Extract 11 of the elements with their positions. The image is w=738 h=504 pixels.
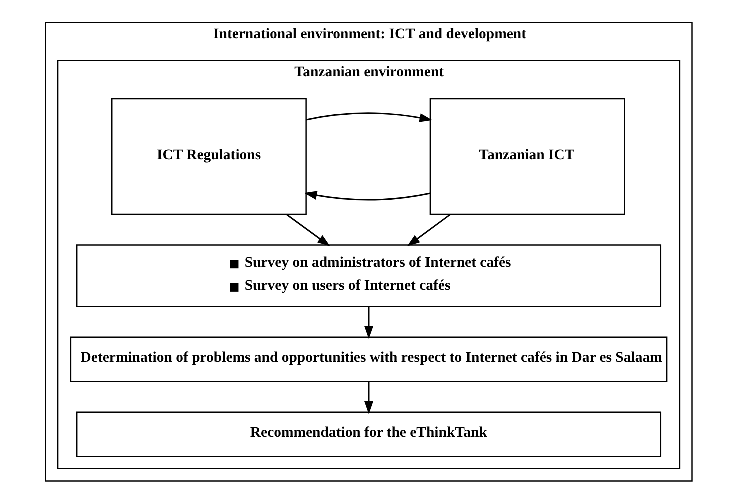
arrow bbox=[407, 214, 452, 247]
arrow bbox=[286, 214, 330, 247]
arrow bbox=[364, 382, 374, 414]
node-box: Determination of problems and opportunities with respect to Internet cafés in Dar es Salaam bbox=[70, 336, 668, 382]
node-box: Survey on administrators of Internet cafés Survey on users of Internet cafés bbox=[76, 244, 662, 308]
arrow bbox=[306, 112, 433, 122]
arrow bbox=[364, 306, 374, 340]
node-box: ICT Regulations bbox=[112, 98, 307, 216]
arrow bbox=[304, 191, 431, 201]
node-box: Tanzanian ICT bbox=[430, 98, 626, 216]
node-box: Recommendation for the eThinkTank bbox=[76, 412, 662, 458]
